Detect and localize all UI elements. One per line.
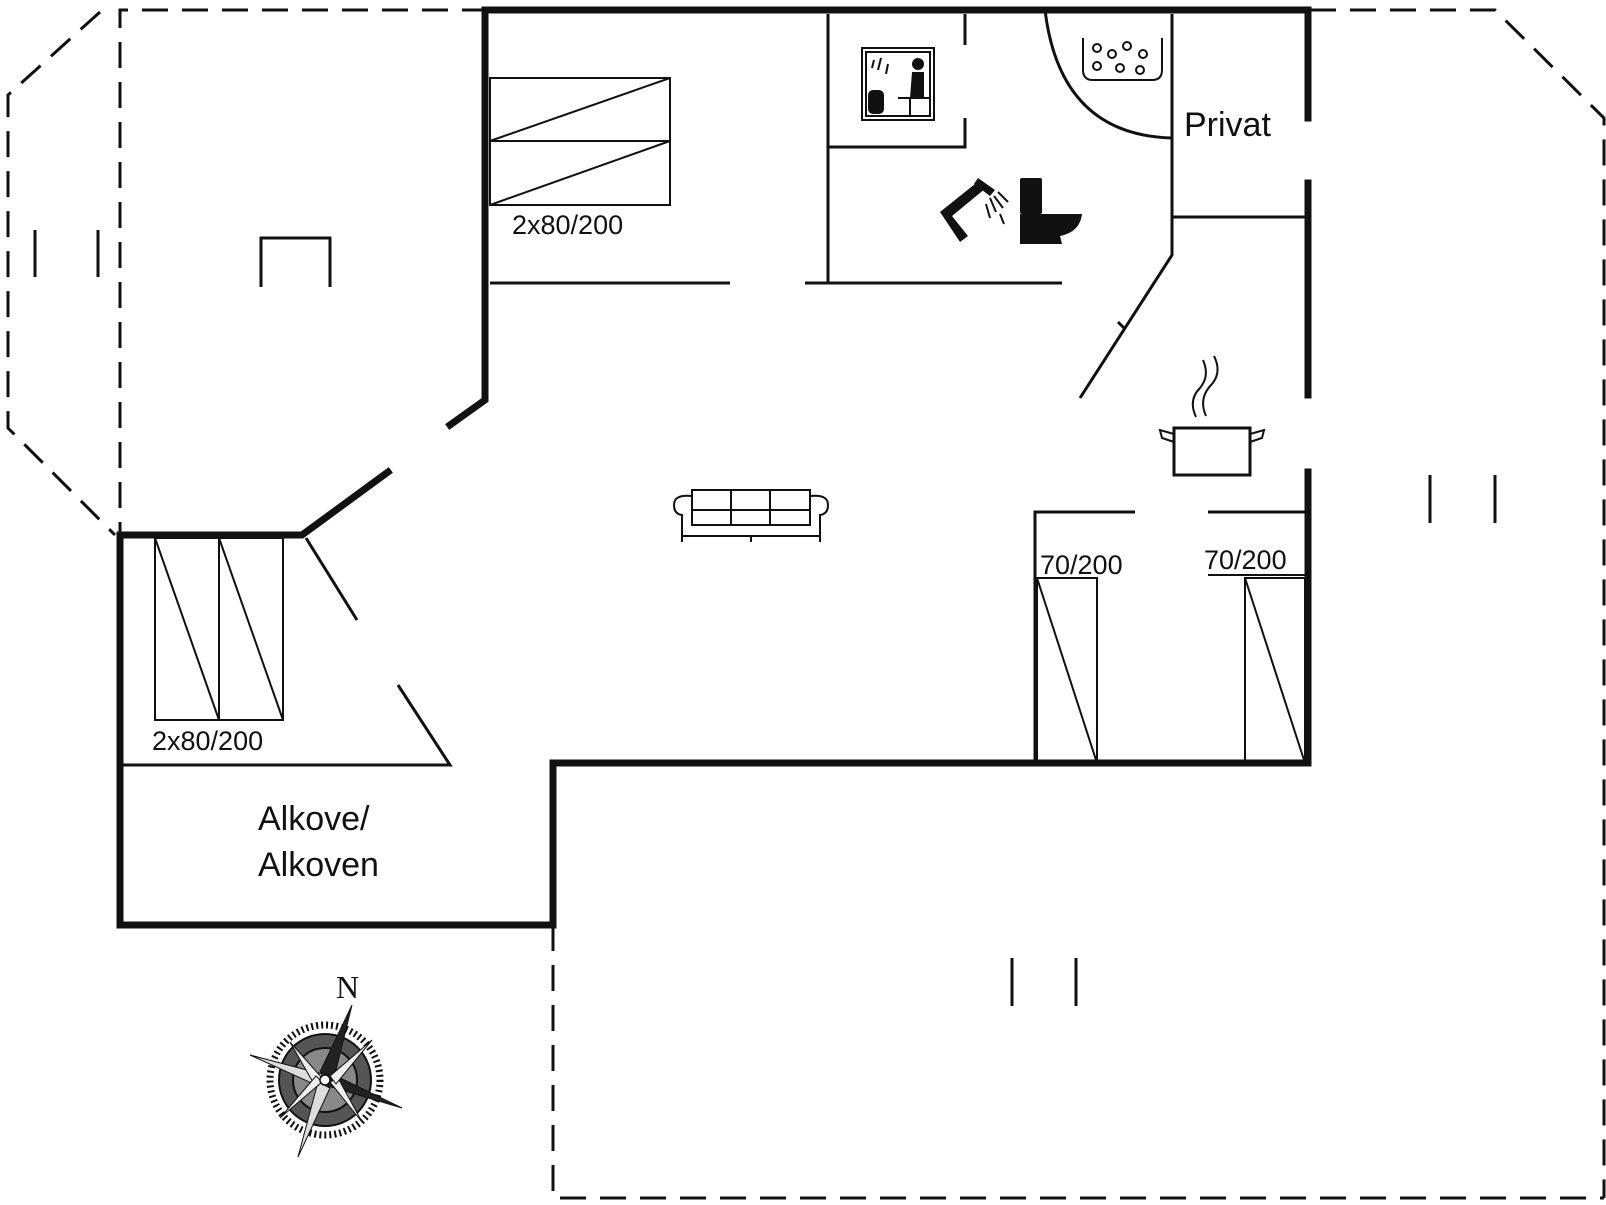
- exterior-walls: [116, 6, 1312, 929]
- bed-top-label: 2x80/200: [512, 210, 623, 240]
- alcove-label-line1: Alkove/: [258, 800, 370, 838]
- bed-top: [489, 77, 671, 206]
- bed-right: [1208, 574, 1306, 764]
- bed-right-label: 70/200: [1204, 545, 1287, 575]
- bed-left-label: 2x80/200: [152, 726, 263, 756]
- privat-label: Privat: [1184, 106, 1271, 144]
- interior-walls: [33, 9, 1497, 1006]
- sofa-icon: [672, 489, 830, 542]
- cooking-pot-icon: [1158, 355, 1266, 477]
- shower-icon: [940, 178, 1009, 242]
- terrace-outlines: [6, 8, 1606, 1200]
- bed-left: [154, 537, 284, 721]
- whirlpool-icon: [1082, 38, 1163, 81]
- compass-rose-icon: [249, 1004, 403, 1158]
- sauna-icon: [861, 47, 935, 121]
- alcove-label-line2: Alkoven: [258, 846, 379, 884]
- bed-mid: [1036, 577, 1098, 764]
- north-label: N: [336, 969, 359, 1005]
- bed-mid-label: 70/200: [1040, 550, 1123, 580]
- toilet-icon: [1020, 178, 1082, 244]
